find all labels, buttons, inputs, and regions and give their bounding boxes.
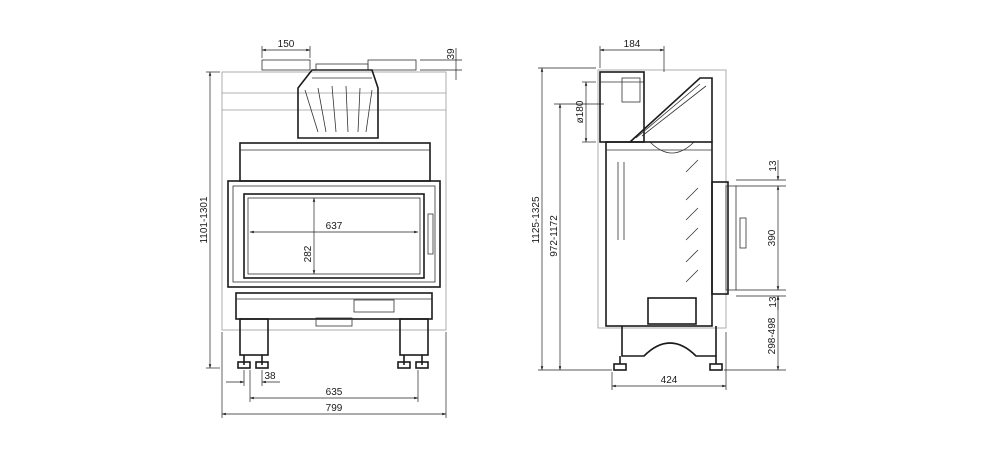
dim-door-top-label: 13 [768, 160, 779, 172]
dim-leg-inset-label: 38 [264, 371, 276, 382]
dim-flue-offset: 184 [599, 39, 665, 72]
dim-side-total-height: 1125-1325 [531, 67, 612, 371]
dim-leg-inset: 38 [226, 370, 280, 386]
side-flue [599, 71, 713, 154]
dim-flue-diameter: ø180 [575, 81, 596, 143]
dim-side-mid-height: 972-1172 [549, 103, 604, 371]
dim-door-height-label: 390 [767, 229, 778, 246]
dim-top-offset: 150 [261, 39, 311, 58]
dim-door-top: 13 [736, 160, 786, 187]
ash-drawer [353, 299, 395, 313]
dim-base-width-label: 635 [326, 387, 343, 398]
dim-floor-range-label: 298-498 [767, 317, 778, 354]
side-foot-right [709, 363, 723, 371]
glass-panel [243, 193, 425, 279]
dim-side-mid-height-label: 972-1172 [549, 215, 560, 257]
side-housing [597, 69, 727, 329]
dim-flue-offset-label: 184 [624, 39, 641, 50]
dim-glass-height-label: 282 [303, 245, 314, 262]
dim-front-height: 1101-1301 [199, 71, 220, 369]
dim-base-width: 635 [249, 370, 419, 402]
air-control [315, 317, 353, 327]
left-leg [237, 318, 269, 369]
side-door-handle [739, 217, 747, 249]
lower-body [235, 292, 433, 320]
upper-body [239, 142, 431, 182]
dim-front-height-label: 1101-1301 [199, 196, 210, 244]
dim-door-bottom-label: 13 [768, 296, 779, 308]
dim-top-right-label: 39 [446, 48, 457, 60]
side-ash-box [647, 297, 697, 325]
door-frame [227, 180, 441, 288]
side-view: 184 ø180 1125-1325 972-1172 13 [531, 39, 786, 390]
dim-depth: 424 [611, 332, 727, 390]
side-baffles [685, 159, 699, 283]
dim-total-width-label: 799 [326, 403, 343, 414]
door-handle [427, 213, 434, 255]
right-leg [397, 318, 429, 369]
dim-door-height: 390 [767, 185, 780, 291]
dim-total-width: 799 [221, 332, 447, 418]
dim-top-offset-label: 150 [278, 39, 295, 50]
dim-floor-range: 298-498 [724, 295, 786, 371]
side-foot-left [613, 363, 627, 371]
side-base [621, 326, 717, 357]
dim-glass-height: 282 [303, 197, 316, 275]
dim-side-total-height-label: 1125-1325 [531, 196, 542, 244]
dim-flue-diameter-label: ø180 [575, 100, 586, 123]
dim-glass-width: 637 [249, 221, 419, 234]
dim-door-bottom: 13 [736, 289, 786, 310]
dim-top-right: 39 [420, 48, 462, 80]
front-housing [221, 71, 447, 331]
dim-glass-width-label: 637 [326, 221, 343, 232]
side-door [711, 181, 729, 295]
dim-depth-label: 424 [661, 375, 678, 386]
top-plate-left [261, 59, 311, 71]
top-plate-right [367, 59, 417, 71]
front-view: 150 39 1101-1301 637 282 [199, 39, 462, 418]
flue-collar [297, 63, 379, 139]
